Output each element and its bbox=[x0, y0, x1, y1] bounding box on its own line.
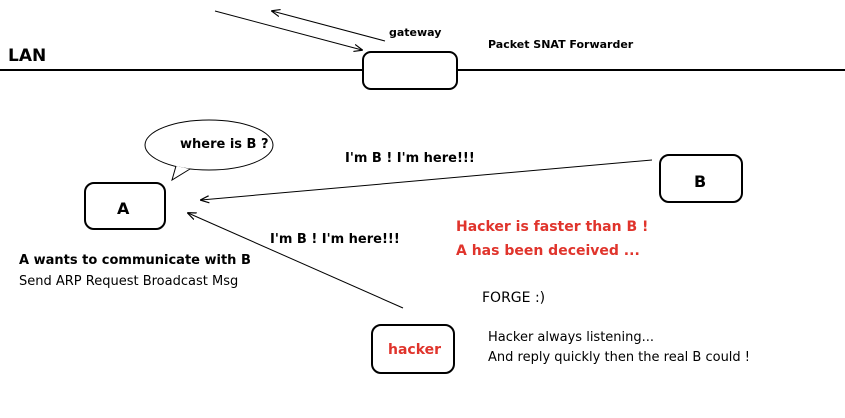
gateway-description: Packet SNAT Forwarder bbox=[488, 38, 634, 51]
gateway-label: gateway bbox=[389, 26, 442, 39]
speech-text: where is B ? bbox=[180, 137, 269, 152]
node-hacker bbox=[371, 324, 455, 374]
node-a-label: A bbox=[117, 199, 130, 218]
speech-bubble bbox=[144, 119, 274, 171]
node-a bbox=[84, 182, 166, 230]
b-reply-arrow bbox=[201, 159, 653, 200]
node-b-label: B bbox=[694, 172, 707, 191]
hacker-note-line2: And reply quickly then the real B could … bbox=[488, 350, 751, 365]
hacker-note-line1: Hacker always listening... bbox=[488, 330, 655, 345]
node-b bbox=[659, 154, 743, 203]
speech-bubble-tail bbox=[171, 165, 191, 182]
hacker-reply-message: I'm B ! I'm here!!! bbox=[270, 232, 400, 247]
forge-note: FORGE :) bbox=[482, 290, 546, 306]
warning-line1: Hacker is faster than B ! bbox=[456, 219, 649, 235]
b-reply-message: I'm B ! I'm here!!! bbox=[345, 151, 475, 166]
a-note-line2: Send ARP Request Broadcast Msg bbox=[19, 274, 239, 289]
hacker-reply-arrow bbox=[188, 213, 404, 309]
node-hacker-label: hacker bbox=[388, 342, 442, 358]
a-note-line1: A wants to communicate with B bbox=[19, 253, 251, 268]
gateway-in-arrow bbox=[214, 10, 362, 50]
warning-line2: A has been deceived ... bbox=[456, 243, 640, 259]
gateway-out-arrow bbox=[272, 11, 386, 42]
gateway-node bbox=[362, 51, 458, 90]
lan-label: LAN bbox=[8, 46, 47, 66]
